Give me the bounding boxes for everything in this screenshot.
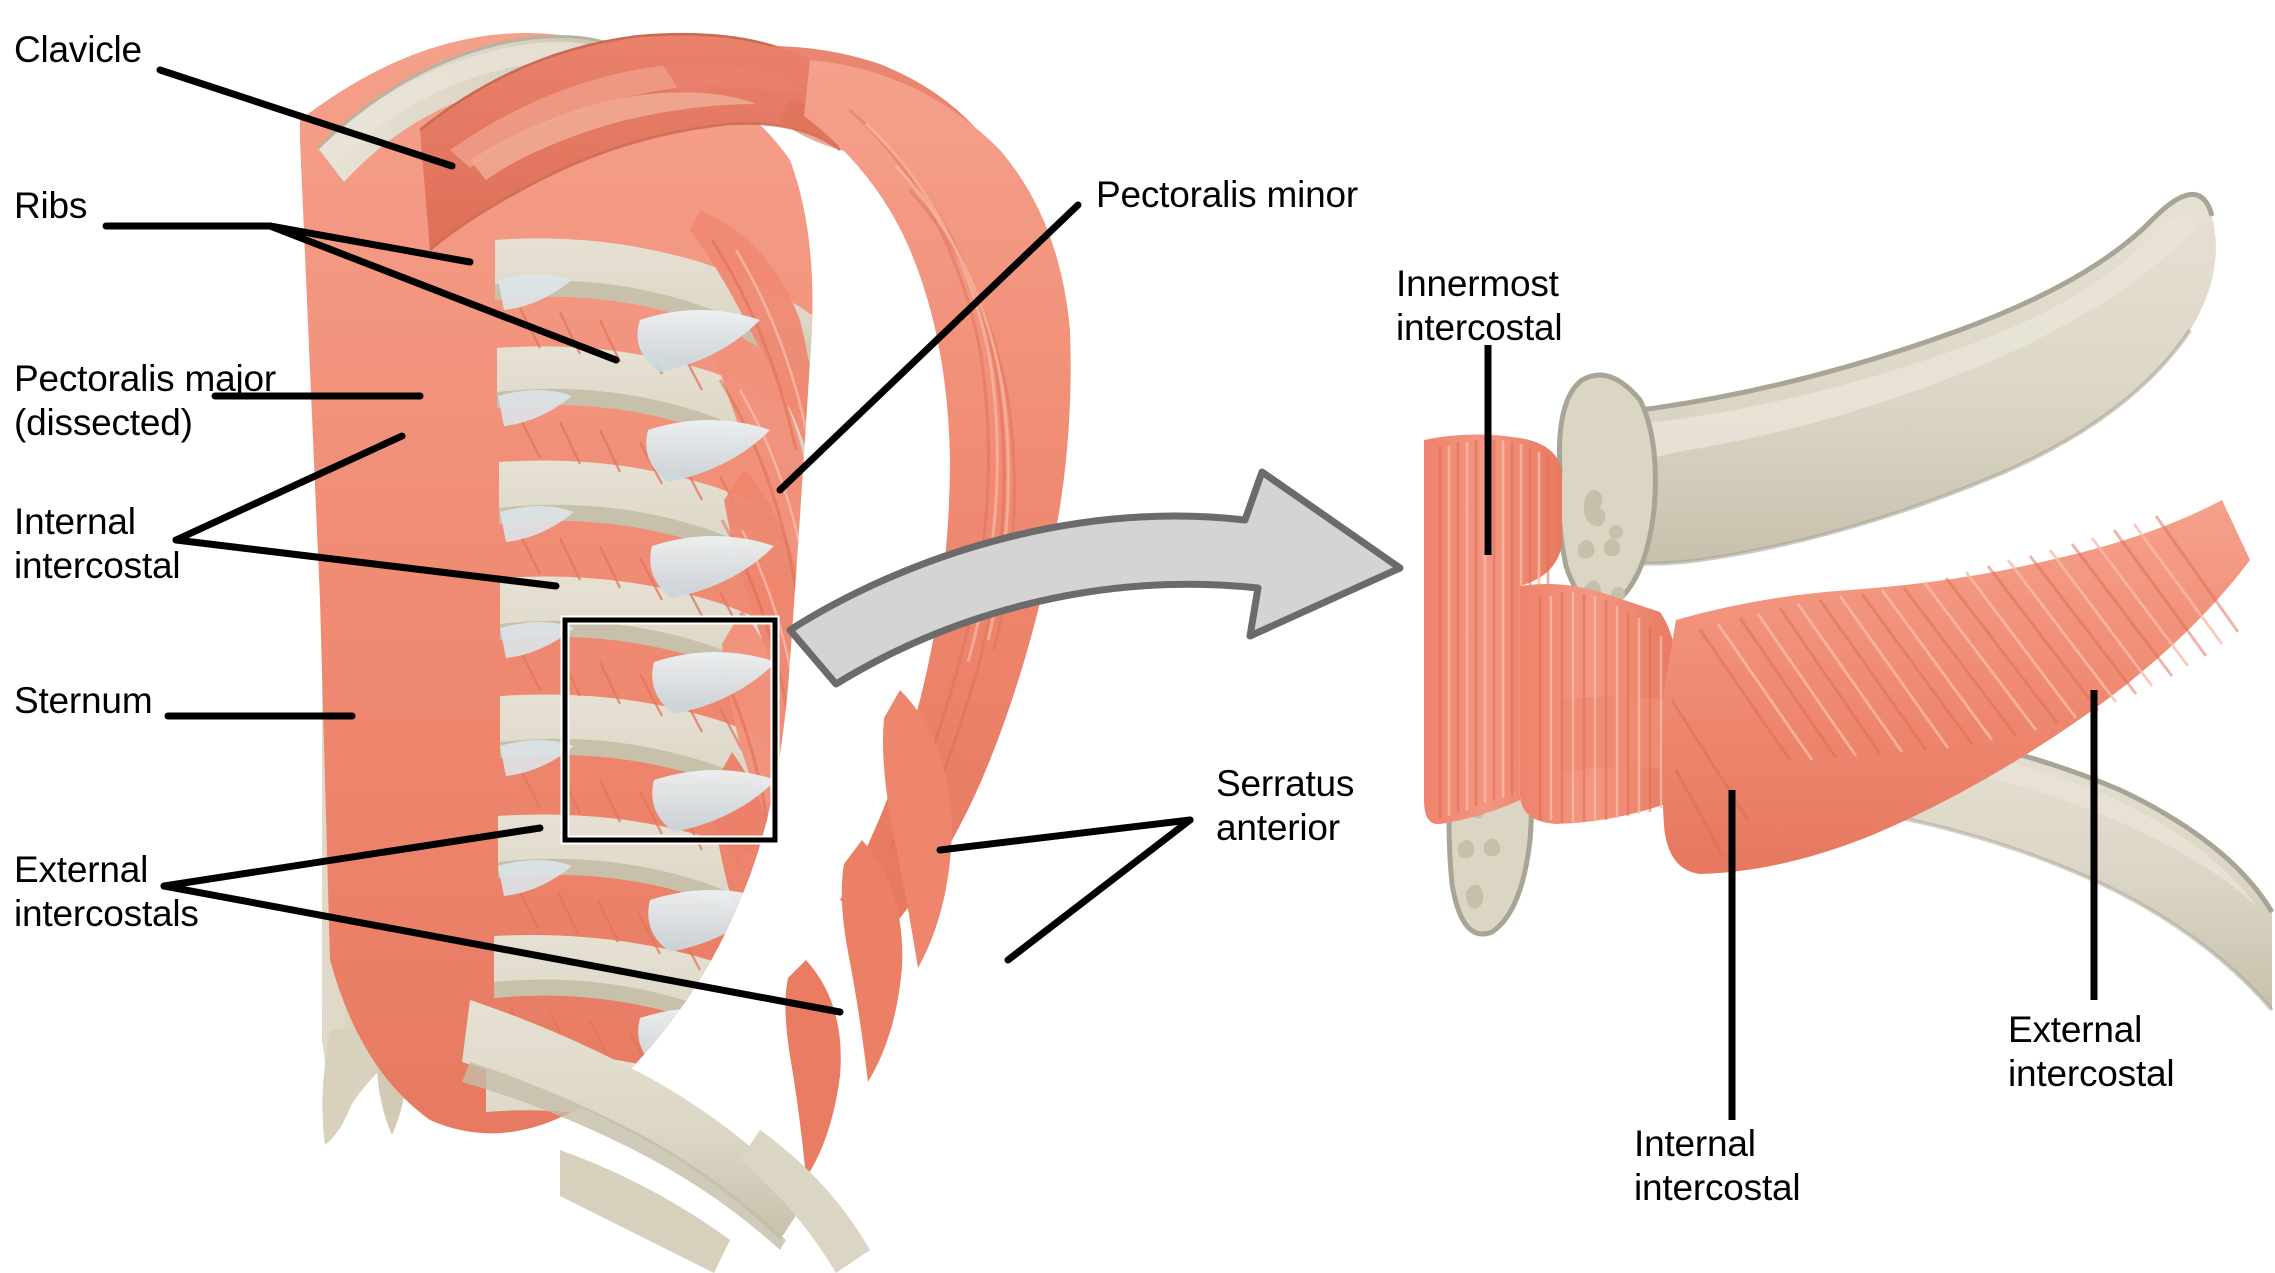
external-intercostal-muscle <box>1662 500 2250 874</box>
right-panel-illustration <box>1424 191 2275 1120</box>
leader-lines-left <box>102 66 1194 1016</box>
label-pectoralis-minor: Pectoralis minor <box>1096 174 1359 215</box>
sternal-tendon-wedges <box>498 274 574 896</box>
label-internal-intercostal-line1: Internal <box>14 501 136 542</box>
label-internal-intercostal-line2: intercostal <box>14 545 181 586</box>
leader-lines-right <box>1484 345 2098 1120</box>
label-external-intercostal-detail-line1: External <box>2008 1009 2143 1050</box>
label-sternum: Sternum <box>14 680 153 721</box>
label-external-intercostals-line1: External <box>14 849 149 890</box>
label-serratus-anterior-line1: Serratus <box>1216 763 1355 804</box>
detail-upper-rib <box>1556 191 2216 611</box>
costal-margin <box>462 1000 870 1273</box>
label-serratus-anterior-line2: anterior <box>1216 807 1340 848</box>
ribcage-body <box>300 33 813 1134</box>
label-clavicle: Clavicle <box>14 29 142 70</box>
label-pectoralis-major-line2: (dissected) <box>14 402 193 443</box>
label-ribs: Ribs <box>14 185 88 226</box>
label-internal-intercostal-detail-line1: Internal <box>1634 1123 1756 1164</box>
label-innermost-intercostal-line2: intercostal <box>1396 307 1563 348</box>
label-pectoralis-major-line1: Pectoralis major <box>14 358 277 399</box>
label-external-intercostal-detail-line2: intercostal <box>2008 1053 2175 1094</box>
label-innermost-intercostal-line1: Innermost <box>1396 263 1559 304</box>
left-panel-illustration <box>102 32 1404 1273</box>
label-external-intercostals-line2: intercostals <box>14 893 199 934</box>
label-internal-intercostal-detail-line2: intercostal <box>1634 1167 1801 1208</box>
magnification-arrow <box>786 468 1404 688</box>
magnified-region-box[interactable] <box>560 615 780 845</box>
